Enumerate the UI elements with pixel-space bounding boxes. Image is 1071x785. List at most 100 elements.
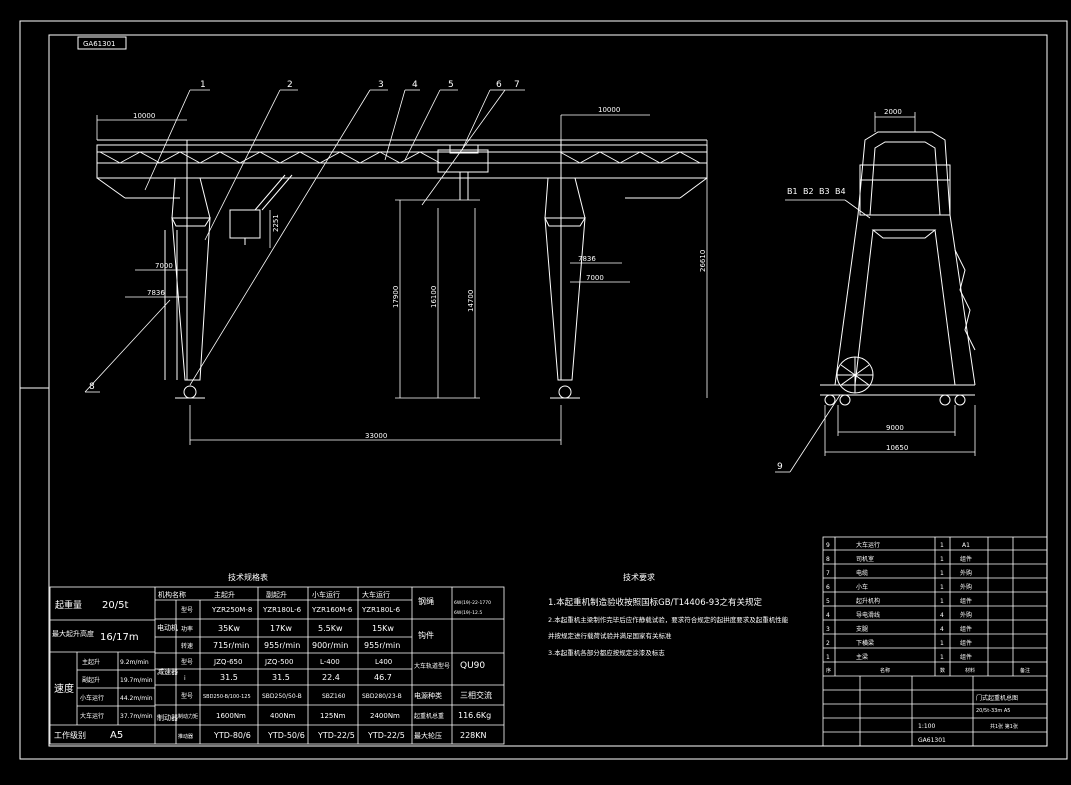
note-2: 2.本起重机主梁制作完毕后应作静载试验，要求符合规定的起拱度要求及起重机性能 — [548, 615, 789, 624]
cell-3-1: 715r/min — [213, 641, 249, 650]
row-item-5: i — [184, 675, 186, 682]
bom-header-no: 序 — [826, 667, 831, 674]
inner-frame — [48, 34, 1048, 747]
group-reducer: 减速器 — [157, 667, 178, 676]
bom-no-6: 6 — [826, 584, 830, 591]
bom-qty-9: 1 — [940, 542, 944, 549]
bom-qty-7: 1 — [940, 570, 944, 577]
notes-title: 技术要求 — [623, 572, 655, 582]
spec-capacity-value: 20/5t — [102, 600, 128, 611]
cell-6-2: SBD250/50-B — [262, 693, 302, 700]
bom-qty-8: 1 — [940, 556, 944, 563]
row-item-8: 推动器 — [178, 733, 193, 740]
cell-5-2: 31.5 — [272, 673, 290, 682]
bom-note-5: 组件 — [960, 597, 972, 605]
right-value-rail: QU90 — [460, 661, 485, 671]
label-b1: B1 — [787, 187, 798, 196]
right-value-weight: 116.6Kg — [458, 711, 491, 720]
drawing-stamp: GA61301 — [83, 40, 115, 48]
bom-name-9: 大车运行 — [856, 541, 880, 549]
row-item-7: 制动力矩 — [178, 713, 198, 720]
dim-side-total: 10650 — [886, 444, 908, 452]
speed-value-1: 9.2m/min — [120, 659, 149, 666]
right-label-wheel-load: 最大轮压 — [414, 731, 442, 740]
bom-header-qty: 数 — [940, 667, 945, 674]
col-main-hoist: 主起升 — [214, 590, 235, 599]
cell-7-4: 2400Nm — [370, 712, 400, 720]
leader-4: 4 — [412, 80, 418, 90]
speed-name-3: 小车运行 — [80, 694, 104, 702]
speed-name-1: 主起升 — [82, 658, 100, 666]
row-item-1: 型号 — [181, 606, 193, 614]
row-item-2: 功率 — [181, 625, 193, 633]
title-block-scale: 1:100 — [918, 723, 935, 730]
bom-grid — [822, 536, 1048, 747]
bom-header-name: 名称 — [880, 667, 890, 674]
bom-name-1: 主梁 — [856, 653, 868, 661]
right-value-hook: 6W(19)-12.5 — [454, 610, 482, 616]
right-value-power: 三相交流 — [460, 690, 492, 700]
cell-8-1: YTD-80/6 — [213, 731, 251, 740]
speed-value-2: 19.7m/min — [120, 677, 153, 684]
cell-4-4: L400 — [375, 658, 392, 666]
bom-name-2: 下横梁 — [856, 639, 874, 647]
bom-no-9: 9 — [826, 542, 830, 549]
front-view — [96, 139, 708, 399]
cell-3-2: 955r/min — [264, 641, 300, 650]
bom-note-7: 外购 — [960, 569, 972, 577]
drawing-stamp-box — [77, 36, 127, 50]
leader-lines — [84, 89, 841, 473]
cell-1-1: YZR250M-8 — [211, 606, 252, 614]
bom-qty-1: 1 — [940, 654, 944, 661]
spec-speed-label: 速度 — [54, 682, 74, 695]
cell-6-3: SBZ160 — [322, 693, 346, 700]
bom-note-6: 外购 — [960, 583, 972, 591]
cell-2-2: 17Kw — [270, 624, 292, 633]
right-label-weight: 起重机总重 — [414, 712, 444, 720]
spec-table-grid — [49, 586, 505, 745]
dim-h2: 16100 — [430, 286, 438, 308]
dim-side-base: 9000 — [886, 424, 904, 432]
dim-7836-right: 7836 — [578, 255, 596, 263]
bom-no-5: 5 — [826, 598, 830, 605]
spec-capacity-label: 起重量 — [55, 599, 82, 611]
bom-header-note: 备注 — [1020, 667, 1030, 674]
bom-qty-2: 1 — [940, 640, 944, 647]
dim-h3: 14700 — [467, 290, 475, 312]
bom-name-4: 导电滑线 — [856, 611, 880, 619]
leader-8: 8 — [89, 382, 95, 392]
cell-7-2: 400Nm — [270, 712, 296, 720]
dim-total-height: 26610 — [699, 250, 707, 272]
bom-name-8: 司机室 — [856, 555, 874, 563]
cell-5-1: 31.5 — [220, 673, 238, 682]
note-1: 1.本起重机制造验收按照国标GB/T14406-93之有关规定 — [548, 597, 763, 608]
cell-8-4: YTD-22/5 — [367, 731, 405, 740]
leader-2: 2 — [287, 80, 293, 90]
bom-no-2: 2 — [826, 640, 830, 647]
label-b3: B3 — [819, 187, 830, 196]
row-item-3: 转速 — [181, 642, 193, 650]
bom-no-8: 8 — [826, 556, 830, 563]
bom-note-8: 组件 — [960, 555, 972, 563]
dim-cantilever-left: 10000 — [133, 112, 155, 120]
spec-lift-label: 最大起升高度 — [52, 629, 94, 638]
leader-5: 5 — [448, 80, 454, 90]
cell-5-3: 22.4 — [322, 673, 340, 682]
side-dimensions — [785, 112, 976, 456]
label-b2: B2 — [803, 187, 814, 196]
mech-header: 机构名称 — [158, 590, 186, 599]
group-brake: 制动器 — [157, 713, 178, 722]
cell-4-3: L-400 — [320, 658, 340, 666]
cell-1-4: YZR180L-6 — [361, 606, 401, 614]
cell-1-3: YZR160M-6 — [311, 606, 353, 614]
cell-8-2: YTD-50/6 — [267, 731, 305, 740]
bom-name-3: 支腿 — [856, 625, 868, 633]
title-block-name: 门式起重机总图 — [976, 694, 1018, 702]
speed-value-3: 44.2m/min — [120, 695, 153, 702]
speed-value-4: 37.7m/min — [120, 713, 153, 720]
bom-qty-3: 4 — [940, 626, 944, 633]
spec-table-title: 技术规格表 — [228, 572, 268, 582]
bom-qty-4: 4 — [940, 612, 944, 619]
dim-7000-left: 7000 — [155, 262, 173, 270]
